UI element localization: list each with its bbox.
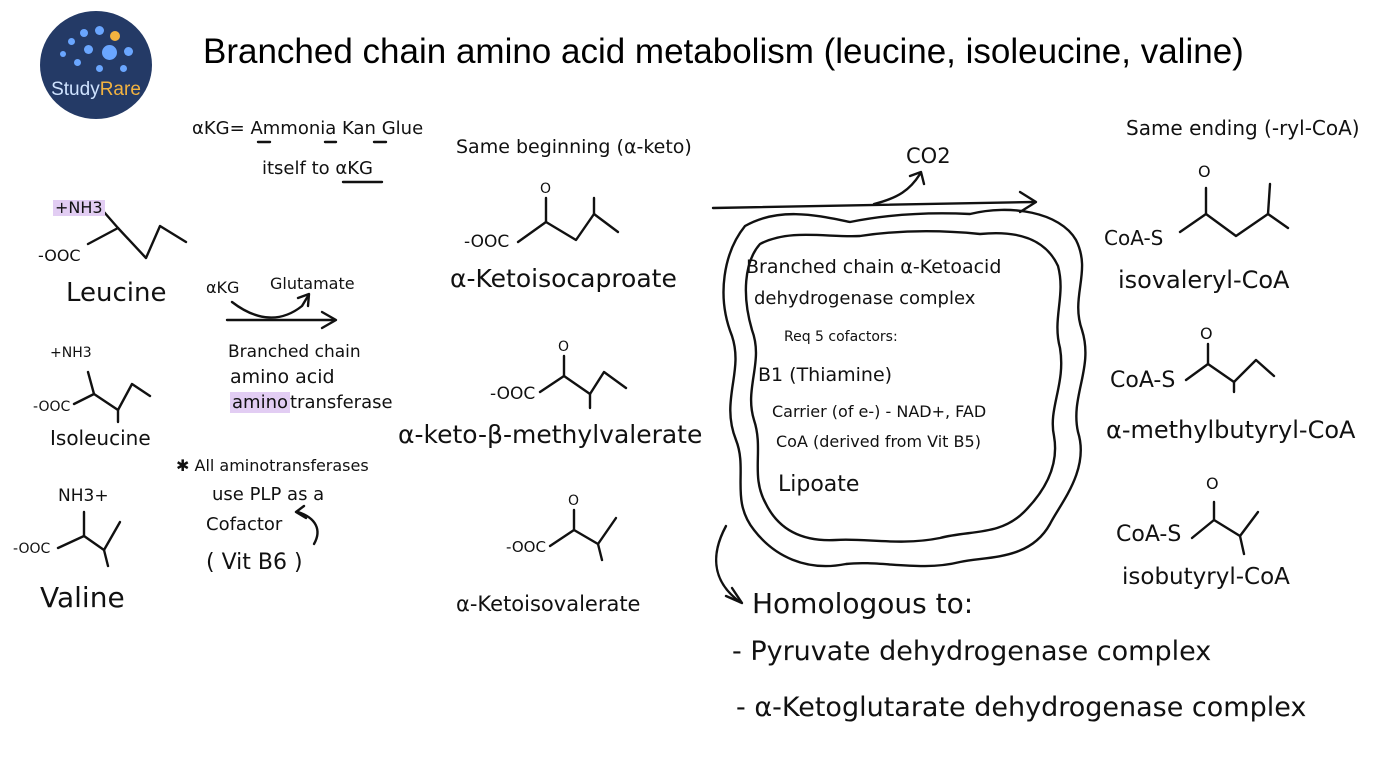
isobutyryl-name: isobutyryl-CoA bbox=[1122, 564, 1290, 590]
methylbutyryl-prefix: CoA-S bbox=[1110, 368, 1176, 393]
complex-name-line-1: Branched chain α-Ketoacid bbox=[746, 256, 1002, 278]
homologous-item-ketoglutarate: - α-Ketoglutarate dehydrogenase complex bbox=[736, 692, 1307, 723]
mnemonic-line-1: αKG= Ammonia Kan Glue bbox=[192, 118, 424, 139]
logo-dot bbox=[74, 59, 81, 66]
methylbutyryl-name: α-methylbutyryl-CoA bbox=[1106, 416, 1356, 444]
cofactor-arrowhead bbox=[294, 504, 308, 520]
co2-release-arrow bbox=[872, 172, 922, 206]
isoleucine-amine-bond bbox=[86, 370, 96, 396]
ketomethylvalerate-oxygen: O bbox=[558, 339, 570, 355]
homologous-item-pyruvate: - Pyruvate dehydrogenase complex bbox=[732, 636, 1212, 667]
logo-dot bbox=[120, 65, 127, 72]
valine-methyl-bond bbox=[102, 548, 110, 568]
cofactor-carrier: Carrier (of e-) - NAD+, FAD bbox=[772, 402, 987, 421]
logo-dot bbox=[80, 29, 88, 37]
cofactor-coa: CoA (derived from Vit B5) bbox=[776, 432, 981, 451]
transamination-curved-arrowhead bbox=[296, 292, 311, 308]
ketomethylvalerate-carboxyl: -OOC bbox=[490, 384, 536, 404]
methylbutyryl-oxygen: O bbox=[1200, 324, 1213, 343]
homologous-arrow bbox=[715, 524, 742, 604]
plp-note-line-4: ( Vit B6 ) bbox=[206, 550, 303, 575]
complex-name-line-2: dehydrogenase complex bbox=[754, 288, 976, 309]
logo-dot bbox=[68, 38, 75, 45]
logo-dot-accent bbox=[110, 31, 120, 41]
plp-note-line-2: use PLP as a bbox=[212, 484, 325, 505]
cofactor-thiamine: B1 (Thiamine) bbox=[758, 364, 893, 386]
ketoisocaproate-oxygen: O bbox=[540, 181, 552, 197]
logo-dot bbox=[95, 26, 104, 35]
transamination-product: Glutamate bbox=[270, 274, 355, 293]
complex-inner-cloud bbox=[744, 230, 1063, 543]
isobutyryl-prefix: CoA-S bbox=[1116, 522, 1182, 547]
isoleucine-skeleton bbox=[72, 382, 152, 412]
transamination-arrowhead bbox=[320, 310, 338, 330]
valine-amine-label: NH3+ bbox=[58, 486, 109, 506]
plp-note-line-1: ✱ All aminotransferases bbox=[176, 456, 369, 475]
co2-release-arrowhead bbox=[908, 170, 926, 186]
logo-dot bbox=[96, 65, 103, 72]
logo-wordmark: StudyRare bbox=[51, 79, 141, 100]
logo-dot bbox=[84, 45, 93, 54]
isovaleryl-prefix: CoA-S bbox=[1104, 226, 1164, 250]
isovaleryl-skeleton bbox=[1178, 212, 1290, 238]
valine-skeleton bbox=[56, 520, 122, 552]
isobutyryl-skeleton bbox=[1190, 510, 1260, 540]
logo-dot bbox=[60, 51, 66, 57]
ketoisocaproate-name: α-Ketoisocaproate bbox=[450, 264, 677, 293]
studyrare-logo: StudyRare bbox=[40, 11, 152, 119]
isovaleryl-branch bbox=[1266, 182, 1272, 216]
ketoisovalerate-oxygen: O bbox=[568, 493, 580, 509]
decarboxylation-arrowhead bbox=[1018, 190, 1038, 214]
acyl-coa-header: Same ending (-ryl-CoA) bbox=[1126, 116, 1360, 140]
isobutyryl-branch bbox=[1238, 534, 1246, 556]
logo-dot bbox=[102, 45, 117, 60]
ketoisovalerate-branch bbox=[596, 542, 604, 562]
isoleucine-amine-label: +NH3 bbox=[50, 345, 92, 361]
transamination-substrate: αKG bbox=[206, 278, 240, 297]
transamination-curved-arrow bbox=[230, 294, 310, 319]
mnemonic-line-2: itself to αKG bbox=[262, 158, 373, 179]
co2-label: CO2 bbox=[906, 144, 951, 168]
cofactor-lipoate: Lipoate bbox=[778, 472, 860, 497]
leucine-carboxyl-label: -OOC bbox=[38, 246, 81, 265]
logo-dot bbox=[124, 47, 133, 56]
ketoisocaproate-carboxyl: -OOC bbox=[464, 232, 510, 252]
homologous-arrowhead bbox=[724, 586, 744, 605]
ketoisovalerate-name: α-Ketoisovalerate bbox=[456, 592, 641, 616]
leucine-amine-bond bbox=[102, 210, 120, 230]
valine-name: Valine bbox=[40, 581, 125, 614]
ketoisovalerate-skeleton bbox=[548, 516, 618, 548]
ketoisovalerate-carboxyl: -OOC bbox=[506, 538, 546, 556]
isovaleryl-name: isovaleryl-CoA bbox=[1118, 266, 1290, 294]
ketomethylvalerate-name: α-keto-β-methylvalerate bbox=[398, 420, 703, 449]
isobutyryl-oxygen: O bbox=[1206, 474, 1219, 493]
leucine-name: Leucine bbox=[66, 278, 167, 308]
leucine-skeleton bbox=[86, 224, 188, 260]
ketomethylvalerate-skeleton bbox=[538, 370, 628, 396]
ketoisocaproate-skeleton bbox=[516, 212, 620, 244]
plp-note-line-3: Cofactor bbox=[206, 514, 283, 535]
methylbutyryl-skeleton bbox=[1184, 358, 1276, 384]
isoleucine-name: Isoleucine bbox=[50, 426, 151, 450]
enzyme-name-line-1: Branched chain bbox=[228, 342, 361, 362]
keto-acids-header: Same beginning (α-keto) bbox=[456, 136, 692, 158]
leucine-amine-label: +NH3 bbox=[53, 198, 105, 217]
isovaleryl-oxygen: O bbox=[1198, 162, 1211, 181]
isoleucine-carboxyl-label: -OOC bbox=[33, 399, 71, 415]
complex-outer-cloud bbox=[722, 208, 1087, 568]
page-title: Branched chain amino acid metabolism (le… bbox=[203, 32, 1244, 71]
cofactor-arrow bbox=[296, 510, 319, 546]
valine-carboxyl-label: -OOC bbox=[13, 541, 51, 557]
complex-cofactor-header: Req 5 cofactors: bbox=[784, 329, 898, 345]
enzyme-name-line-2: amino acid bbox=[230, 366, 335, 388]
homologous-header: Homologous to: bbox=[752, 587, 974, 620]
